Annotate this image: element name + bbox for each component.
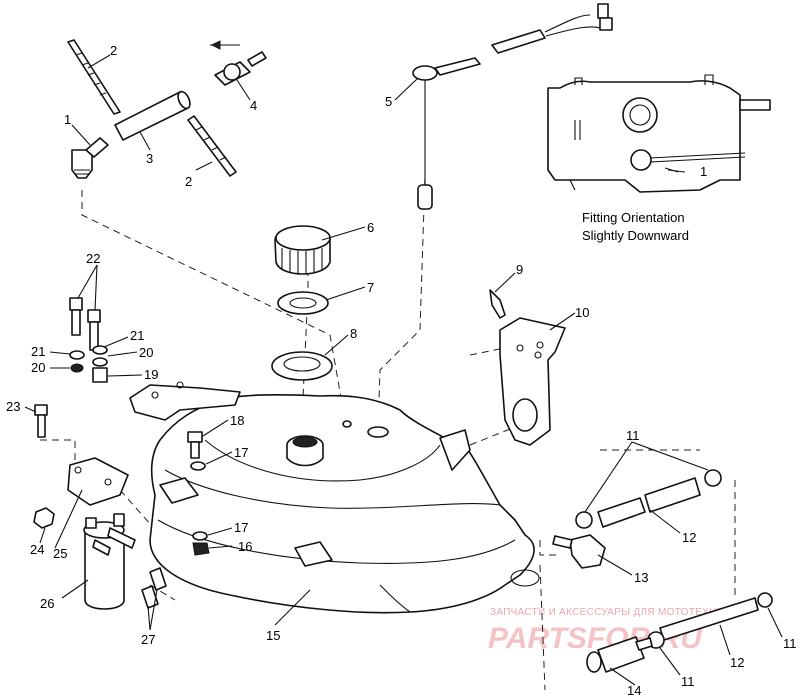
small-fittings bbox=[141, 567, 167, 609]
callout-19: 19 bbox=[144, 367, 158, 382]
inset-fitting-orientation: 1 bbox=[547, 74, 771, 193]
callout-25: 25 bbox=[53, 546, 67, 561]
callout-11-top: 11 bbox=[626, 428, 640, 443]
callout-17-bottom: 17 bbox=[234, 520, 248, 535]
callout-14: 14 bbox=[627, 683, 641, 698]
sender-port bbox=[367, 426, 389, 438]
callout-4: 4 bbox=[250, 98, 257, 113]
fuel-line bbox=[644, 477, 701, 513]
callout-8: 8 bbox=[350, 326, 357, 341]
filler-seal-ring bbox=[271, 351, 333, 381]
callout-9: 9 bbox=[516, 262, 523, 277]
hose-clamp-top bbox=[67, 39, 121, 115]
callout-3: 3 bbox=[146, 151, 153, 166]
callout-11-bottom: 11 bbox=[681, 674, 695, 689]
vent-hose bbox=[114, 91, 189, 141]
filler-neck bbox=[286, 435, 324, 467]
vent-tube bbox=[489, 289, 506, 319]
leader-lines bbox=[24, 54, 783, 686]
callout-2-top: 2 bbox=[110, 43, 117, 58]
nut bbox=[33, 507, 55, 529]
fuel-line-long bbox=[659, 597, 759, 641]
callout-5: 5 bbox=[385, 94, 392, 109]
callout-21-left: 21 bbox=[31, 344, 45, 359]
inset-callout: 1 bbox=[700, 164, 707, 179]
callout-7: 7 bbox=[367, 280, 374, 295]
callout-27: 27 bbox=[141, 632, 155, 647]
frame-brackets bbox=[67, 381, 241, 506]
fuel-line-parts bbox=[552, 469, 773, 673]
fitting-orientation-note-2: Slightly Downward bbox=[582, 228, 689, 243]
elbow-fitting-right bbox=[569, 534, 606, 569]
callout-2-bottom: 2 bbox=[185, 174, 192, 189]
callout-22: 22 bbox=[86, 251, 100, 266]
callout-12-bottom: 12 bbox=[730, 655, 744, 670]
inline-fuel-filter bbox=[597, 636, 645, 673]
callout-15: 15 bbox=[266, 628, 280, 643]
fitting-orientation-note: Fitting Orientation bbox=[582, 210, 685, 225]
vent-port bbox=[342, 420, 352, 428]
cap-gasket bbox=[277, 291, 329, 315]
callout-numbers: 1 2 2 3 4 5 6 7 8 9 10 11 11 11 12 12 13… bbox=[6, 43, 797, 698]
fuel-sender bbox=[412, 3, 613, 210]
tank-mounting-tab-left bbox=[159, 477, 199, 504]
filler-cap bbox=[274, 225, 331, 275]
callout-13: 13 bbox=[634, 570, 648, 585]
hose-clamp-bottom bbox=[187, 115, 237, 177]
callout-18: 18 bbox=[230, 413, 244, 428]
callout-23: 23 bbox=[6, 399, 20, 414]
mounting-bracket bbox=[489, 289, 566, 446]
callout-20-left: 20 bbox=[31, 360, 45, 375]
fuel-filter-canister bbox=[83, 513, 136, 610]
callout-24: 24 bbox=[30, 542, 44, 557]
callout-10: 10 bbox=[575, 305, 589, 320]
callout-16: 16 bbox=[238, 539, 252, 554]
callout-1: 1 bbox=[64, 112, 71, 127]
callout-12-top: 12 bbox=[682, 530, 696, 545]
bolts-and-washers bbox=[34, 297, 210, 556]
callout-21-right: 21 bbox=[130, 328, 144, 343]
watermark-tagline: ЗАПЧАСТИ И АКСЕССУАРЫ ДЛЯ МОТОТЕХНИКИ bbox=[490, 607, 738, 618]
tank-mounting-tab-bottom bbox=[294, 541, 333, 567]
callout-17-top: 17 bbox=[234, 445, 248, 460]
callout-11-right: 11 bbox=[783, 636, 797, 651]
fuel-line-short bbox=[597, 497, 646, 528]
callout-26: 26 bbox=[40, 596, 54, 611]
callout-6: 6 bbox=[367, 220, 374, 235]
vent-hose-parts bbox=[67, 39, 267, 179]
callout-20-right: 20 bbox=[139, 345, 153, 360]
fuel-tank bbox=[149, 394, 540, 614]
